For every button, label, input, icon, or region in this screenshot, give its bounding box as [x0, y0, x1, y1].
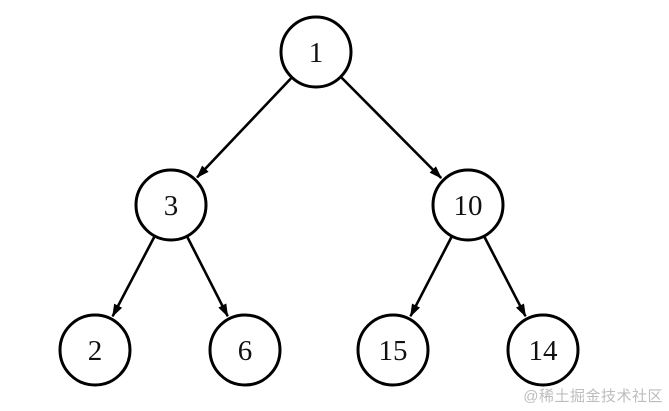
tree-node-circle-14: [506, 313, 580, 387]
tree-edges: [111, 76, 527, 318]
tree-node-label-15: 15: [379, 335, 408, 367]
tree-node-label-1: 1: [309, 37, 324, 69]
tree-node-label-3: 3: [164, 190, 179, 222]
tree-edge-10-14: [483, 236, 527, 318]
tree-node-circle-1: [279, 15, 353, 89]
tree-edge-10-15: [409, 236, 453, 318]
tree-node-circle-6: [208, 313, 282, 387]
tree-edge-1-3: [196, 77, 293, 179]
tree-edge-3-2: [111, 236, 156, 318]
tree-node-circle-10: [431, 168, 505, 242]
tree-node-3: 3: [134, 168, 208, 242]
tree-node-label-14: 14: [529, 335, 559, 367]
tree-node-15: 15: [356, 313, 430, 387]
tree-node-2: 2: [58, 313, 132, 387]
tree-node-6: 6: [208, 313, 282, 387]
tree-node-circle-15: [356, 313, 430, 387]
tree-edge-3-6: [186, 236, 229, 318]
tree-node-14: 14: [506, 313, 580, 387]
tree-node-10: 10: [431, 168, 505, 242]
tree-node-label-6: 6: [238, 335, 253, 367]
tree-node-label-10: 10: [454, 190, 483, 222]
tree-node-circle-2: [58, 313, 132, 387]
tree-nodes: 1 3 10 2 6 15 14: [58, 15, 580, 387]
tree-node-label-2: 2: [88, 335, 103, 367]
tree-node-1: 1: [279, 15, 353, 89]
tree-edge-1-10: [340, 76, 443, 179]
tree-node-circle-3: [134, 168, 208, 242]
watermark: @稀土掘金技术社区: [523, 388, 663, 405]
